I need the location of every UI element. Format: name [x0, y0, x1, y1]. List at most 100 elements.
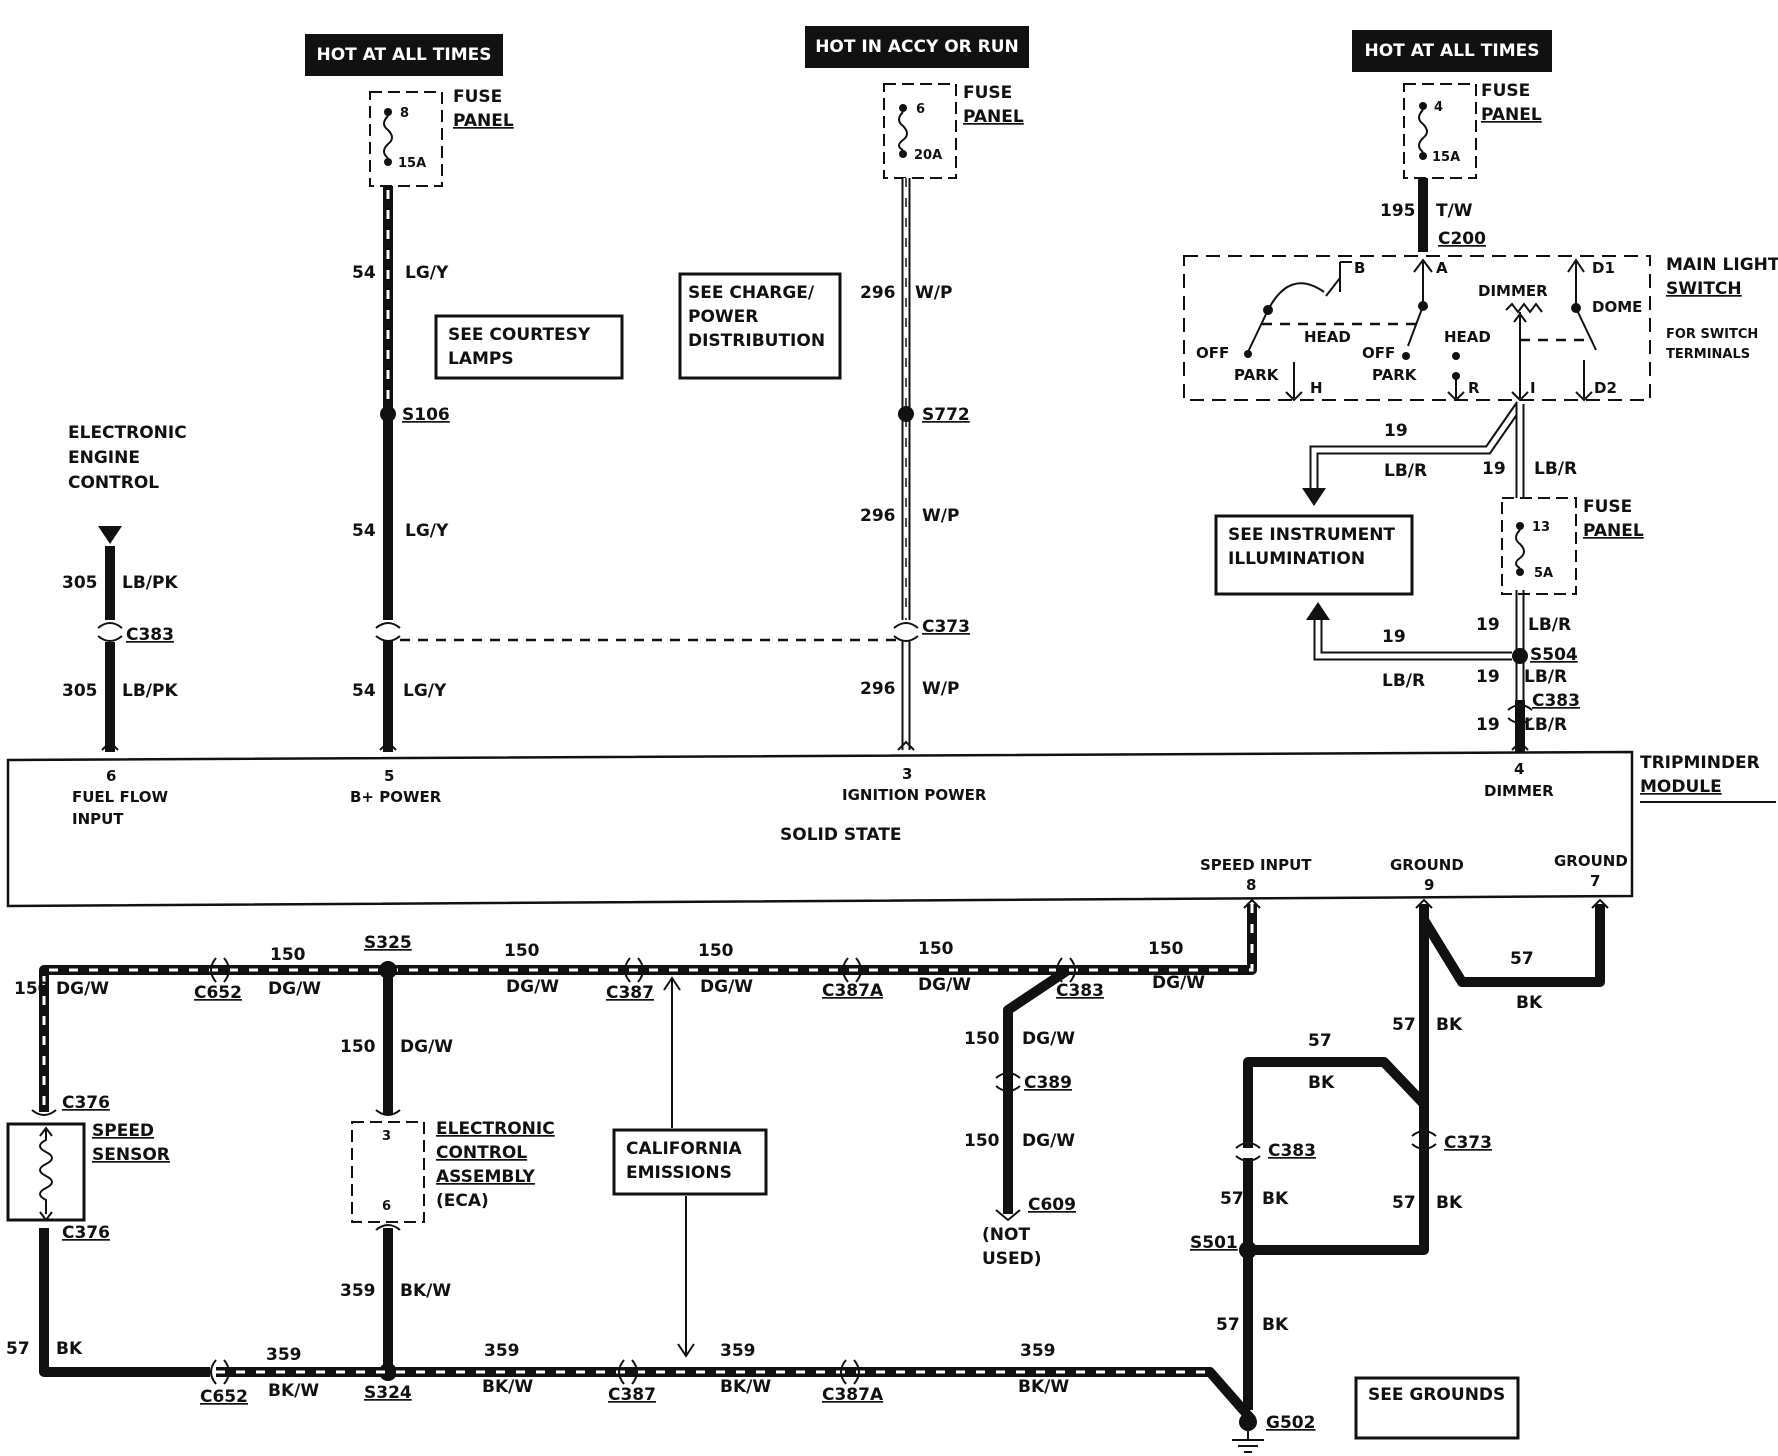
- c150-label-8: 150: [964, 1029, 1000, 1049]
- wire-359-bkw: [210, 1224, 1256, 1424]
- switch-head-2: HEAD: [1444, 328, 1491, 346]
- note-charge-line-3: DISTRIBUTION: [688, 331, 825, 351]
- pin-6-name-1: FUEL FLOW: [72, 788, 168, 806]
- fuse-right-rating: 15A: [1432, 150, 1460, 165]
- wire-150-dgw: [31, 898, 1261, 1222]
- note-instrument-box: SEE INSTRUMENT ILLUMINATION: [1214, 514, 1414, 596]
- solid-state-label: SOLID STATE: [780, 825, 901, 845]
- for-switch-label-2: TERMINALS: [1666, 347, 1750, 362]
- pin-6-number: 6: [106, 767, 116, 785]
- c609-label: C609: [1028, 1195, 1076, 1215]
- s325-label: S325: [364, 933, 412, 953]
- dgw-label-3: DG/W: [506, 977, 559, 997]
- lbr-label-4: LB/R: [1528, 615, 1571, 635]
- main-light-switch-label-1: MAIN LIGHT: [1666, 255, 1778, 275]
- fuse-lower-rating: 5A: [1534, 566, 1553, 581]
- c57-label-2: 57: [1392, 1015, 1416, 1035]
- c305-label-1: 305: [62, 573, 98, 593]
- fuse-right-number: 4: [1434, 100, 1443, 115]
- lgy-label-1: LG/Y: [405, 263, 449, 283]
- c150-label-2: 150: [270, 945, 306, 965]
- s772-label: S772: [922, 405, 970, 425]
- c383-label-dimmer: C383: [1532, 691, 1580, 711]
- dgw-label-5: DG/W: [918, 975, 971, 995]
- wp-label-3: W/P: [922, 679, 959, 699]
- fuse-lower-label-1: FUSE: [1583, 497, 1632, 517]
- c57-label-1: 57: [1510, 949, 1534, 969]
- c373-label-ground: C373: [1444, 1133, 1492, 1153]
- bkw-label-2: BK/W: [268, 1381, 319, 1401]
- eca-box: 3 6: [351, 1121, 425, 1223]
- c150-label-5: 150: [918, 939, 954, 959]
- note-california: CALIFORNIA EMISSIONS: [612, 976, 768, 1358]
- note-instrument-line-2: ILLUMINATION: [1228, 549, 1365, 569]
- header-hot-left-text: HOT AT ALL TIMES: [317, 45, 492, 65]
- c150-label-3: 150: [504, 941, 540, 961]
- tw-label: T/W: [1436, 201, 1473, 221]
- note-charge-box: SEE CHARGE/ POWER DISTRIBUTION: [678, 272, 842, 380]
- switch-term-h: H: [1310, 379, 1323, 397]
- note-charge-line-1: SEE CHARGE/: [688, 283, 815, 303]
- not-used-line-2: USED): [982, 1249, 1042, 1269]
- c19-label-4: 19: [1476, 615, 1500, 635]
- c376-label-top: C376: [62, 1093, 110, 1113]
- note-courtesy-line-2: LAMPS: [448, 349, 514, 369]
- pin-3-number: 3: [902, 765, 912, 783]
- c359-label-1: 359: [340, 1281, 376, 1301]
- bkw-label-4: BK/W: [720, 1377, 771, 1397]
- c57-label-5: 57: [1392, 1193, 1416, 1213]
- eca-pin-top: 3: [382, 1129, 391, 1144]
- switch-dimmer: DIMMER: [1478, 282, 1548, 300]
- fuse-left-rating: 15A: [398, 156, 426, 171]
- note-california-line-1: CALIFORNIA: [626, 1139, 742, 1159]
- c383-label-fuel: C383: [126, 625, 174, 645]
- c383-label-speed: C383: [1056, 981, 1104, 1001]
- fuse-lower-label-2: PANEL: [1583, 521, 1644, 541]
- c359-label-2: 359: [266, 1345, 302, 1365]
- tripminder-label-2: MODULE: [1640, 777, 1722, 797]
- note-charge-line-2: POWER: [688, 307, 758, 327]
- speed-sensor-label-1: SPEED: [92, 1121, 154, 1141]
- s501-label: S501: [1190, 1233, 1238, 1253]
- pin-3-name: IGNITION POWER: [842, 786, 987, 804]
- c296-label-1: 296: [860, 283, 896, 303]
- c389-label: C389: [1024, 1073, 1072, 1093]
- c376-label-bottom: C376: [62, 1223, 110, 1243]
- fuse-left-label-1: FUSE: [453, 87, 502, 107]
- c54-label-2: 54: [352, 521, 376, 541]
- c195-label: 195: [1380, 201, 1416, 221]
- switch-park-2: PARK: [1372, 366, 1418, 384]
- lgy-label-3: LG/Y: [403, 681, 447, 701]
- lbr-label-1: LB/R: [1384, 461, 1427, 481]
- c652-label-bottom: C652: [200, 1387, 248, 1407]
- lbr-label-3: LB/R: [1382, 671, 1425, 691]
- c150-label-1: 150: [14, 979, 50, 999]
- fuse-mid-label-1: FUSE: [963, 83, 1012, 103]
- eec-label-1: ELECTRONIC: [68, 423, 187, 443]
- bkw-label-3: BK/W: [482, 1377, 533, 1397]
- c296-label-3: 296: [860, 679, 896, 699]
- c359-label-3: 359: [484, 1341, 520, 1361]
- switch-off-2: OFF: [1362, 344, 1395, 362]
- pin-8-number: 8: [1246, 876, 1256, 894]
- fuse-mid-label-2: PANEL: [963, 107, 1024, 127]
- c57-label-3: 57: [1308, 1031, 1332, 1051]
- pin-4-name: DIMMER: [1484, 782, 1554, 800]
- switch-dome: DOME: [1592, 298, 1642, 316]
- tripminder-label-1: TRIPMINDER: [1640, 753, 1760, 773]
- c150-label-9: 150: [964, 1131, 1000, 1151]
- c652-label-top: C652: [194, 983, 242, 1003]
- wp-label-2: W/P: [922, 506, 959, 526]
- c57-label-sensor: 57: [6, 1339, 30, 1359]
- switch-off-1: OFF: [1196, 344, 1229, 362]
- for-switch-label-1: FOR SWITCH: [1666, 327, 1758, 342]
- pin-9-number: 9: [1424, 876, 1434, 894]
- c54-label-3: 54: [352, 681, 376, 701]
- bkw-label-5: BK/W: [1018, 1377, 1069, 1397]
- header-hot-right: HOT AT ALL TIMES: [1352, 30, 1552, 72]
- c150-label-7: 150: [340, 1037, 376, 1057]
- wire-57-bk-sensor: [39, 1228, 210, 1377]
- c373-label-top: C373: [922, 617, 970, 637]
- g502-label: G502: [1266, 1413, 1315, 1433]
- s106-label: S106: [402, 405, 450, 425]
